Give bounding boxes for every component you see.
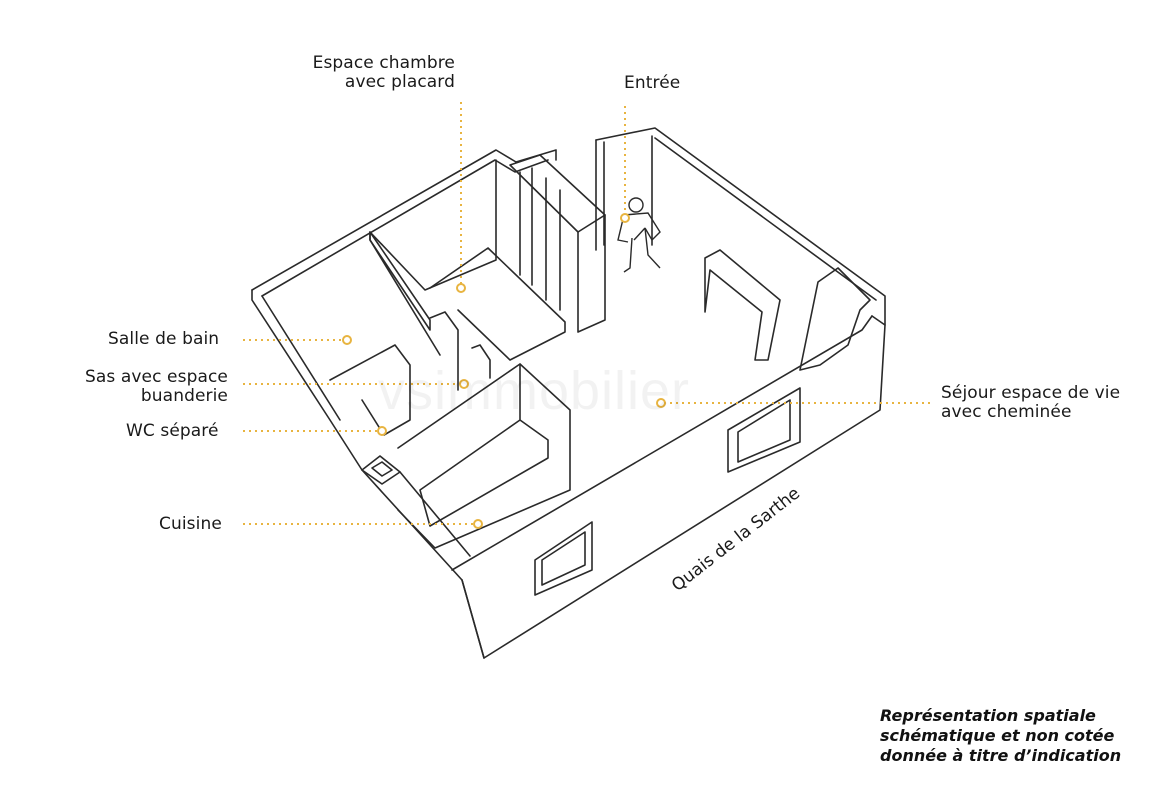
pillar	[799, 267, 871, 371]
window-front	[534, 521, 593, 596]
kitchen-wall	[397, 363, 571, 549]
outer-wall-front	[361, 469, 485, 659]
window-right	[727, 387, 801, 473]
label-wc: WC séparé	[126, 421, 219, 441]
leader-cuisine-dot	[473, 519, 483, 529]
label-sejour: Séjour espace de vie avec cheminée	[941, 383, 1121, 422]
person-figure	[617, 197, 661, 273]
disclaimer: Représentation spatiale schématique et n…	[880, 706, 1122, 765]
leader-chambre-dot	[456, 283, 466, 293]
leader-salle-de-bain-dot	[342, 335, 352, 345]
leader-sejour-dot	[656, 398, 666, 408]
leader-sas-dot	[459, 379, 469, 389]
outer-wall-top-left	[251, 149, 557, 291]
chimney	[704, 249, 781, 361]
entry-wall	[595, 127, 886, 326]
label-chambre: Espace chambre avec placard	[312, 53, 455, 92]
leader-entree-dot	[620, 213, 630, 223]
label-sas: Sas avec espace buanderie	[85, 367, 228, 406]
bedroom-bed	[429, 247, 566, 361]
label-salle-de-bain: Salle de bain	[108, 329, 220, 349]
outer-wall-left	[251, 289, 363, 471]
label-cuisine: Cuisine	[159, 514, 222, 534]
watermark: vsimmobilier	[378, 361, 691, 421]
label-entree: Entrée	[624, 73, 681, 93]
leader-wc-dot	[377, 426, 387, 436]
